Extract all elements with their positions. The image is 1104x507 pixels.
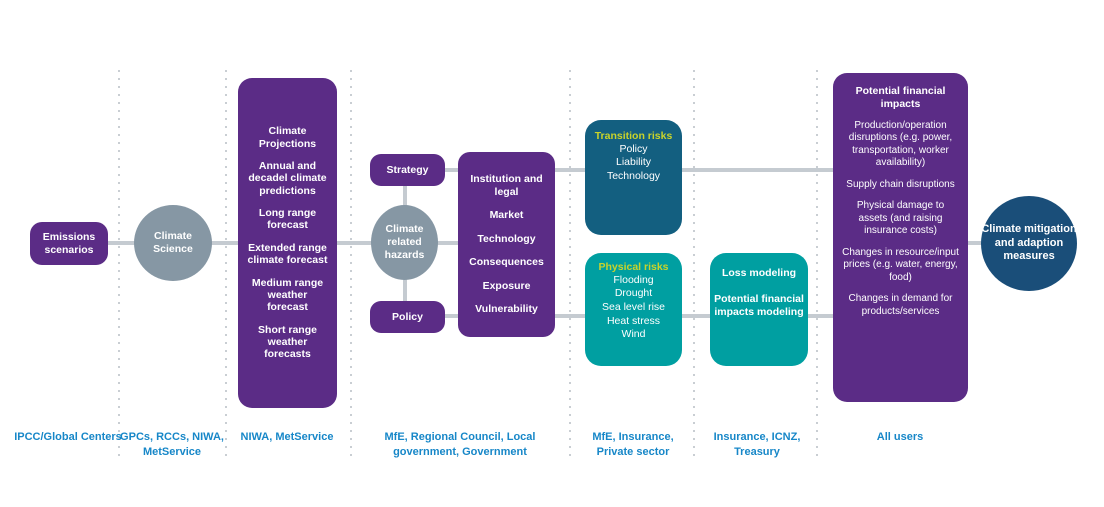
list-item: Extended range climate forecast <box>247 241 328 267</box>
list-item: Short range weather forecasts <box>258 323 317 361</box>
list-item: Institution and legal <box>470 172 543 198</box>
list-item: Wind <box>621 328 646 341</box>
financial-impacts-title: Potential financial impacts <box>855 85 946 110</box>
node-emissions-scenarios: Emissions scenarios <box>30 222 108 265</box>
list-item: Market <box>489 209 524 222</box>
stakeholder-label-all-users: All users <box>876 431 924 443</box>
node-financial-impacts: Potential financial impacts Production/o… <box>833 73 968 402</box>
column-divider-2 <box>225 70 227 462</box>
list-item: Long range forecast <box>258 207 317 232</box>
node-policy: Policy <box>370 301 445 333</box>
column-divider-4 <box>569 70 571 462</box>
financial-impacts-list: Production/operation disruptions (e.g. p… <box>842 120 959 319</box>
list-item: Climate Projections <box>258 125 317 150</box>
connector-impacts-to-mitigation <box>962 241 988 245</box>
stakeholder-label-mfe-government: MfE, Regional Council, Local government,… <box>384 431 536 458</box>
physical-risks-title: Physical risks <box>598 261 669 273</box>
stakeholder-label-gpcs: GPCs, RCCs, NIWA, MetService <box>120 431 224 458</box>
node-climate-related-hazards: Climate related hazards <box>371 205 438 280</box>
column-divider-1 <box>118 70 120 462</box>
list-item: Liability <box>615 156 652 169</box>
list-item: Sea level rise <box>601 301 666 314</box>
transition-risks-title: Transition risks <box>594 130 673 142</box>
list-item: Policy <box>619 142 648 155</box>
stakeholder-label-ipcc: IPCC/Global Centers <box>14 431 122 443</box>
list-item: Production/operation disruptions (e.g. p… <box>848 119 953 169</box>
list-item: Vulnerability <box>475 303 538 316</box>
list-item: Annual and decadel climate predictions <box>248 159 327 197</box>
list-item: Loss modeling <box>721 267 797 279</box>
list-item: Potential financial impacts modeling <box>714 293 804 319</box>
list-item: Flooding <box>613 273 654 286</box>
list-item: Physical damage to assets (and raising i… <box>856 200 945 237</box>
node-strategy: Strategy <box>370 154 445 186</box>
list-item: Heat stress <box>606 314 661 327</box>
list-item: Technology <box>477 232 536 245</box>
list-item: Technology <box>606 170 661 183</box>
stakeholder-label-niwa: NIWA, MetService <box>240 431 334 443</box>
list-item: Changes in resource/input prices (e.g. w… <box>842 246 959 283</box>
list-item: Changes in demand for products/services <box>848 293 953 317</box>
column-divider-3 <box>350 70 352 462</box>
stakeholder-label-mfe-insurance: MfE, Insurance, Private sector <box>592 431 674 458</box>
node-climate-science: Climate Science <box>134 205 212 281</box>
list-item: Supply chain disruptions <box>846 178 955 190</box>
node-mitigation-measures: Climate mitigation and adaption measures <box>981 196 1077 291</box>
list-item: Drought <box>614 287 653 300</box>
list-item: Exposure <box>482 279 531 292</box>
column-divider-6 <box>816 70 818 462</box>
stakeholder-label-insurance-icnz: Insurance, ICNZ, Treasury <box>713 431 801 458</box>
list-item: Medium range weather forecast <box>251 276 324 314</box>
list-item: Consequences <box>469 256 544 269</box>
column-divider-5 <box>693 70 695 462</box>
